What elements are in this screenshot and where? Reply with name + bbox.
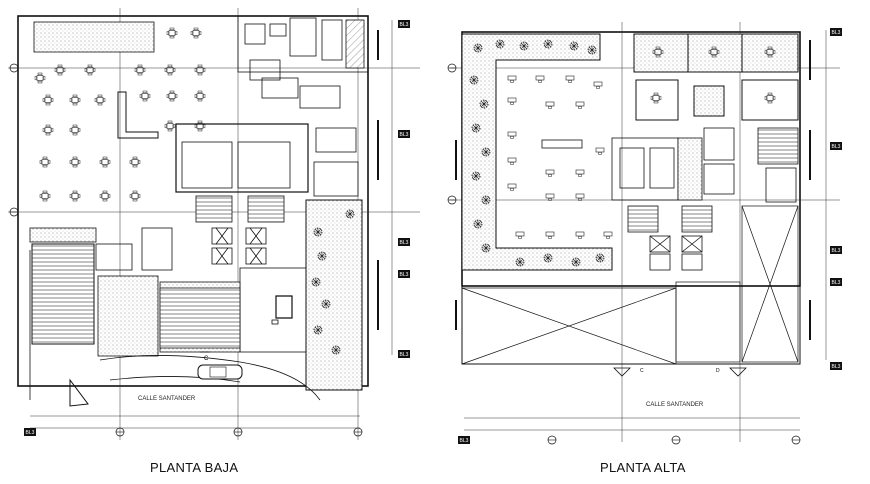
car-icon <box>197 364 243 380</box>
ground-outer-wall <box>17 15 369 387</box>
parking-ramp <box>31 243 95 345</box>
central-core <box>175 123 359 265</box>
central-counter <box>541 139 583 149</box>
meeting-rooms <box>633 33 799 121</box>
garden-strip <box>29 227 97 243</box>
open-voids <box>461 205 799 365</box>
ground-floor-title: PLANTA BAJA <box>150 460 239 475</box>
svg-text:C: C <box>204 356 209 362</box>
upper-planter <box>461 33 613 271</box>
bar-counter <box>117 91 159 139</box>
traffic-island <box>69 378 89 407</box>
ground-floor-plan: C CALLE SANTANDER <box>8 8 420 440</box>
upper-floor-plan: C D CALLE SANTANDER <box>447 22 842 445</box>
lobby <box>239 267 307 353</box>
section-label-d: D <box>716 368 720 374</box>
loading-area <box>95 227 241 357</box>
facade-walls-upper <box>455 40 811 340</box>
kitchen-block <box>237 15 369 109</box>
section-label-c: C <box>640 368 644 374</box>
section-mark-c: C <box>200 351 210 362</box>
office-desks <box>507 75 613 239</box>
section-marks-upper <box>613 367 747 377</box>
street-label-ground: CALLE SANTANDER <box>138 396 196 402</box>
upper-floor-title: PLANTA ALTA <box>600 460 686 475</box>
planter-top <box>33 21 155 53</box>
planter-right <box>305 199 363 391</box>
street-label-upper: CALLE SANTANDER <box>646 402 704 408</box>
upper-lower-band <box>461 285 801 365</box>
upper-core <box>611 127 799 271</box>
driveway <box>29 250 321 401</box>
